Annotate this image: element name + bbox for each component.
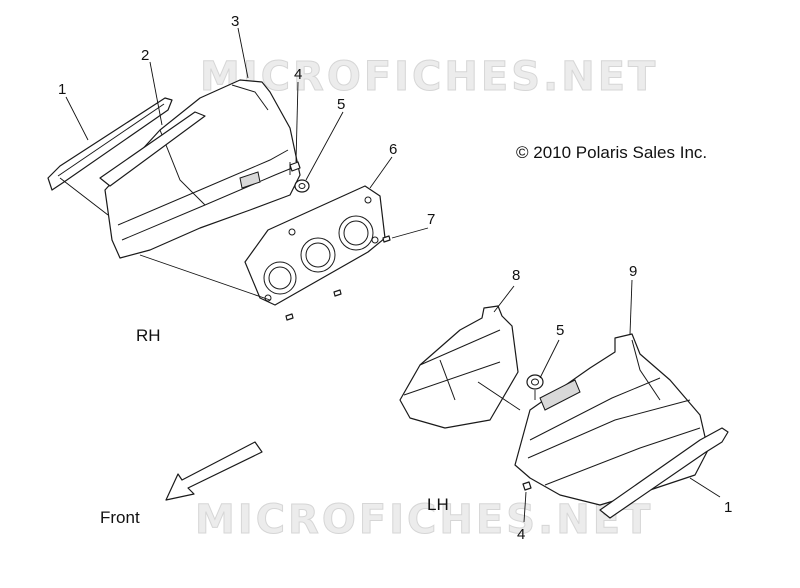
copyright-text: © 2010 Polaris Sales Inc.	[516, 143, 707, 162]
rh-label-5: 5	[337, 96, 345, 113]
lh-screw-part-4	[522, 481, 532, 491]
rh-label-1: 1	[58, 81, 66, 98]
rh-side-label: RH	[136, 326, 161, 345]
rh-trim-strip-part-1	[47, 97, 173, 191]
rh-grommet-part-5	[294, 179, 310, 193]
watermark-top: MICROFICHES.NET	[200, 54, 658, 100]
lh-label-8: 8	[512, 267, 520, 284]
rh-label-4: 4	[294, 66, 302, 83]
rh-screw-part-4	[289, 161, 301, 172]
rh-label-6: 6	[389, 141, 397, 158]
rh-label-3: 3	[231, 13, 239, 30]
lh-trim-strip-part-1	[599, 427, 729, 519]
lh-housing-part-9	[514, 333, 709, 506]
rh-screws-part-7	[285, 235, 391, 321]
watermark-bottom: MICROFICHES.NET	[195, 497, 653, 543]
rh-label-7: 7	[427, 211, 435, 228]
lh-label-9: 9	[629, 263, 637, 280]
lh-cover-part-8	[399, 305, 519, 429]
lh-label-5: 5	[556, 322, 564, 339]
lh-label-4: 4	[517, 526, 525, 543]
rh-housing-part-3	[104, 79, 301, 259]
rh-label-2: 2	[141, 47, 149, 64]
front-label: Front	[100, 508, 140, 527]
front-direction-arrow	[165, 441, 263, 501]
lh-grommet-part-5	[526, 374, 544, 390]
lh-side-label: LH	[427, 495, 449, 514]
lh-label-1: 1	[724, 499, 732, 516]
rh-bezel-strip-part-2	[99, 111, 206, 187]
